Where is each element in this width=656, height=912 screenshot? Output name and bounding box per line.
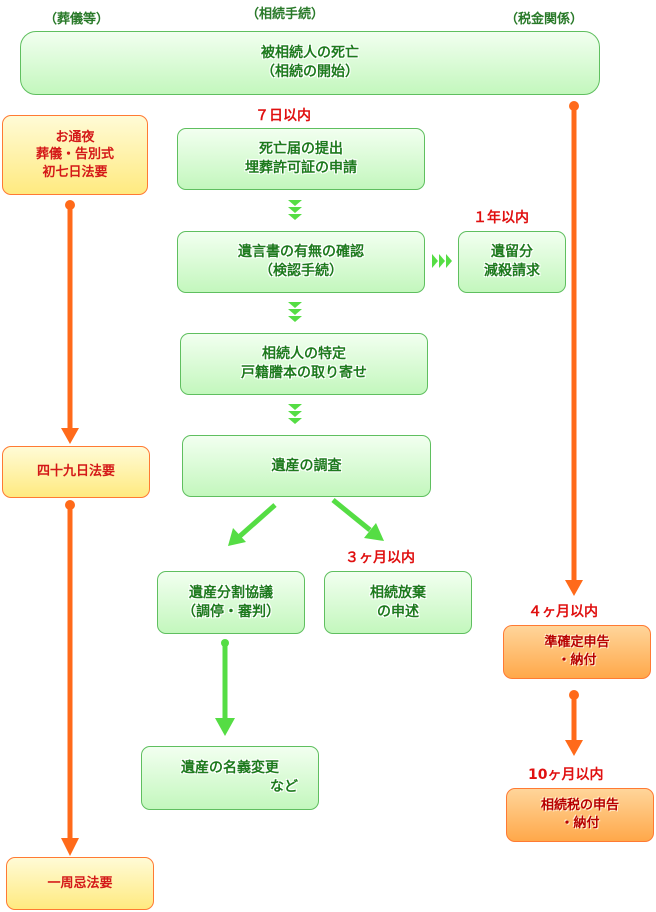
header-procedure: （相続手続） (246, 7, 325, 22)
inheritance-tax-box: 相続税の申告 ・納付 (506, 788, 654, 842)
anniversary-box: 一周忌法要 (6, 857, 154, 910)
heir-identify-line1: 相続人の特定 (262, 346, 346, 363)
renounce-line2: の申述 (377, 603, 419, 620)
division-line1: 遺産分割協議 (189, 584, 273, 601)
will-check-line1: 遺言書の有無の確認 (238, 244, 364, 261)
day49-box: 四十九日法要 (2, 446, 150, 498)
heir-identify-box: 相続人の特定 戸籍謄本の取り寄せ (180, 333, 428, 395)
death-notice-line2: 埋葬許可証の申請 (245, 160, 357, 176)
arrow-survey-to-division (228, 503, 277, 546)
arrowhead (61, 428, 79, 444)
arrow-survey-to-renounce (331, 498, 384, 541)
funeral-line2: 葬儀・告別式 (35, 147, 114, 163)
reserved-share-box: 遺留分 減殺請求 (458, 231, 566, 293)
limit-7-days: ７日以内 (255, 108, 311, 124)
renounce-box: 相続放棄 の申述 (324, 571, 472, 634)
quasi-return-box: 準確定申告 ・納付 (503, 625, 651, 679)
chevron-down-icon (288, 302, 302, 322)
header-funeral: （葬儀等） (44, 12, 110, 27)
arrowhead (565, 740, 583, 756)
name-change-line1: 遺産の名義変更 (181, 760, 279, 777)
name-change-line2: など (270, 779, 298, 795)
funeral-line3: 初七日法要 (42, 164, 108, 180)
death-box-line2: （相続の開始） (261, 64, 359, 80)
chevron-down-icon (288, 200, 302, 220)
name-change-box: 遺産の名義変更 など (141, 746, 319, 810)
division-line2: （調停・審判） (182, 603, 280, 620)
arrowhead (61, 838, 79, 856)
funeral-line1: お通夜 (55, 129, 95, 145)
anniversary-line1: 一周忌法要 (47, 875, 113, 891)
death-notice-line1: 死亡届の提出 (259, 141, 343, 158)
chevron-right-icon (432, 254, 452, 268)
day49-line1: 四十九日法要 (36, 464, 115, 480)
limit-4-months: ４ヶ月以内 (528, 604, 598, 620)
estate-survey-box: 遺産の調査 (182, 435, 431, 497)
arrowhead (565, 580, 583, 596)
chevron-down-icon (288, 404, 302, 424)
inheritance-tax-line1: 相続税の申告 (540, 798, 619, 814)
limit-3-months: ３ヶ月以内 (345, 550, 415, 566)
will-check-line2: （検認手続） (259, 263, 343, 279)
header-tax: （税金関係） (505, 12, 584, 27)
quasi-return-line1: 準確定申告 (544, 635, 610, 651)
quasi-return-line2: ・納付 (557, 653, 597, 668)
estate-survey-line1: 遺産の調査 (271, 457, 342, 474)
heir-identify-line2: 戸籍謄本の取り寄せ (241, 365, 367, 381)
limit-10-months: 10ヶ月以内 (528, 767, 604, 783)
reserved-share-line2: 減殺請求 (484, 263, 540, 279)
funeral-box: お通夜 葬儀・告別式 初七日法要 (2, 115, 148, 195)
will-check-box: 遺言書の有無の確認 （検認手続） (177, 231, 425, 293)
limit-1-year: １年以内 (473, 210, 529, 226)
renounce-line1: 相続放棄 (370, 584, 426, 601)
arrow-division-to-namechange (215, 643, 235, 736)
division-box: 遺産分割協議 （調停・審判） (157, 571, 305, 634)
inheritance-tax-line2: ・納付 (560, 816, 600, 831)
death-notice-box: 死亡届の提出 埋葬許可証の申請 (177, 128, 425, 190)
death-box: 被相続人の死亡 （相続の開始） (20, 31, 600, 95)
reserved-share-line1: 遺留分 (491, 244, 533, 261)
death-box-line1: 被相続人の死亡 (261, 45, 359, 62)
